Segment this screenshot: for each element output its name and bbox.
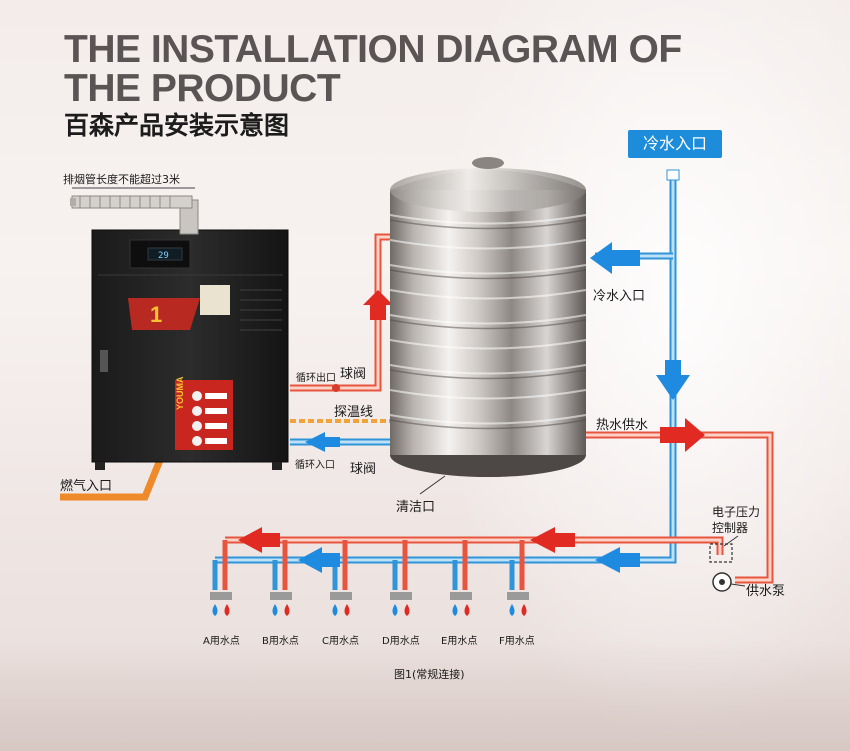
- circulation-inlet-label: 循环入口: [295, 460, 335, 471]
- title-chinese: 百森产品安装示意图: [64, 111, 290, 140]
- outlet-label-e: E用水点: [441, 636, 478, 647]
- ball-valve-bottom-label: 球阀: [350, 462, 377, 477]
- gas-inlet-label: 燃气入口: [60, 479, 113, 494]
- outlet-drop-pipes: [212, 540, 525, 590]
- circulation-outlet-label: 循环出口: [296, 373, 336, 384]
- title-english: THE INSTALLATION DIAGRAM OF THE PRODUCT: [64, 28, 682, 110]
- pressure-controller-label-1: 电子压力: [712, 505, 761, 519]
- temp-probe-label: 探温线: [334, 405, 374, 420]
- boiler-display: 29: [158, 251, 169, 261]
- supply-pump-label: 供水泵: [746, 584, 786, 599]
- diagram-caption: 图1(常规连接): [394, 668, 465, 681]
- supply-pump-icon: [712, 572, 732, 592]
- hot-water-supply-label: 热水供水: [596, 418, 649, 433]
- outlet-tap-d: [390, 592, 412, 616]
- pressure-controller-leader: [723, 535, 739, 547]
- outlet-label-f: F用水点: [499, 636, 535, 647]
- outlet-label-a: A用水点: [203, 636, 240, 647]
- outlet-label-d: D用水点: [382, 636, 420, 647]
- outlet-taps: [210, 592, 529, 616]
- cleaning-port-label: 清洁口: [396, 500, 436, 515]
- cold-water-inlet-badge: 冷水入口: [628, 130, 722, 158]
- cold-water-main-pipe: [595, 178, 677, 545]
- boiler-logo-number: 1: [150, 302, 162, 327]
- outlet-tap-f: [507, 592, 529, 616]
- outlet-label-c: C用水点: [322, 636, 359, 647]
- ball-valve-top-label: 球阀: [340, 367, 367, 382]
- cold-water-inlet-label: 冷水入口: [593, 289, 646, 304]
- cleaning-port-leader: [419, 475, 446, 495]
- outlet-label-b: B用水点: [262, 636, 299, 647]
- cold-inlet-fitting: [666, 169, 680, 181]
- outlet-tap-c: [330, 592, 352, 616]
- outlet-tap-a: [210, 592, 232, 616]
- gas-pipe: [60, 458, 164, 501]
- hot-distribution-pipe: [225, 536, 724, 555]
- stainless-water-tank: [389, 157, 587, 477]
- pressure-controller-icon: [709, 543, 733, 563]
- outlet-tap-b: [270, 592, 292, 616]
- supply-pump-leader: [730, 583, 746, 587]
- cold-distribution-pipe: [215, 545, 677, 564]
- exhaust-note-label: 排烟管长度不能超过3米: [63, 173, 180, 186]
- boiler-unit: [70, 187, 289, 470]
- flow-arrows: [238, 242, 705, 573]
- background-floor: [0, 640, 850, 751]
- outlet-tap-e: [450, 592, 472, 616]
- ball-valve-top-icon: [332, 384, 340, 392]
- pressure-controller-label-2: 控制器: [712, 521, 749, 535]
- boiler-brand: YOUMA: [175, 376, 185, 410]
